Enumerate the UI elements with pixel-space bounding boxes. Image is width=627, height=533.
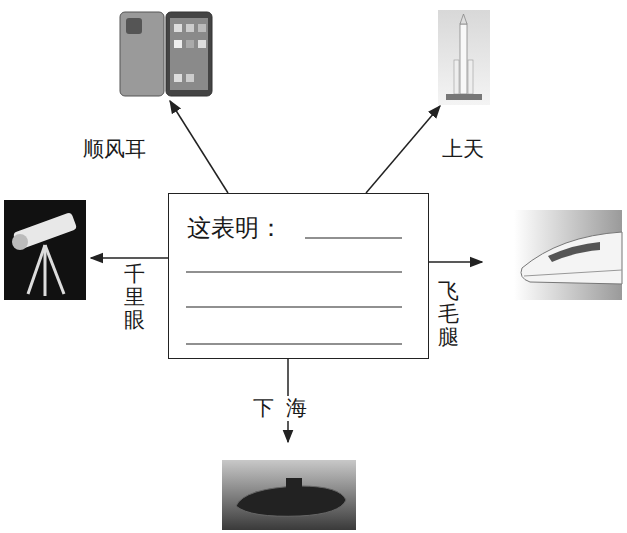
prompt-text: 这表明： — [183, 214, 287, 243]
arrow-label: 下海 — [253, 396, 319, 421]
answer-box: 这表明： — [168, 193, 429, 359]
arrow-label: 上天 — [442, 137, 484, 162]
arrow-lines — [91, 101, 482, 442]
rocket-picture — [438, 10, 490, 105]
arrow-label: 飞毛腿 — [438, 280, 459, 349]
phone-picture — [120, 12, 212, 96]
train-picture — [514, 210, 622, 300]
telescope-picture — [4, 200, 86, 300]
answer-blanks — [186, 238, 402, 344]
arrow-label: 千里眼 — [124, 263, 145, 332]
submarine-picture — [222, 460, 356, 530]
arrow-label: 顺风耳 — [83, 137, 146, 162]
